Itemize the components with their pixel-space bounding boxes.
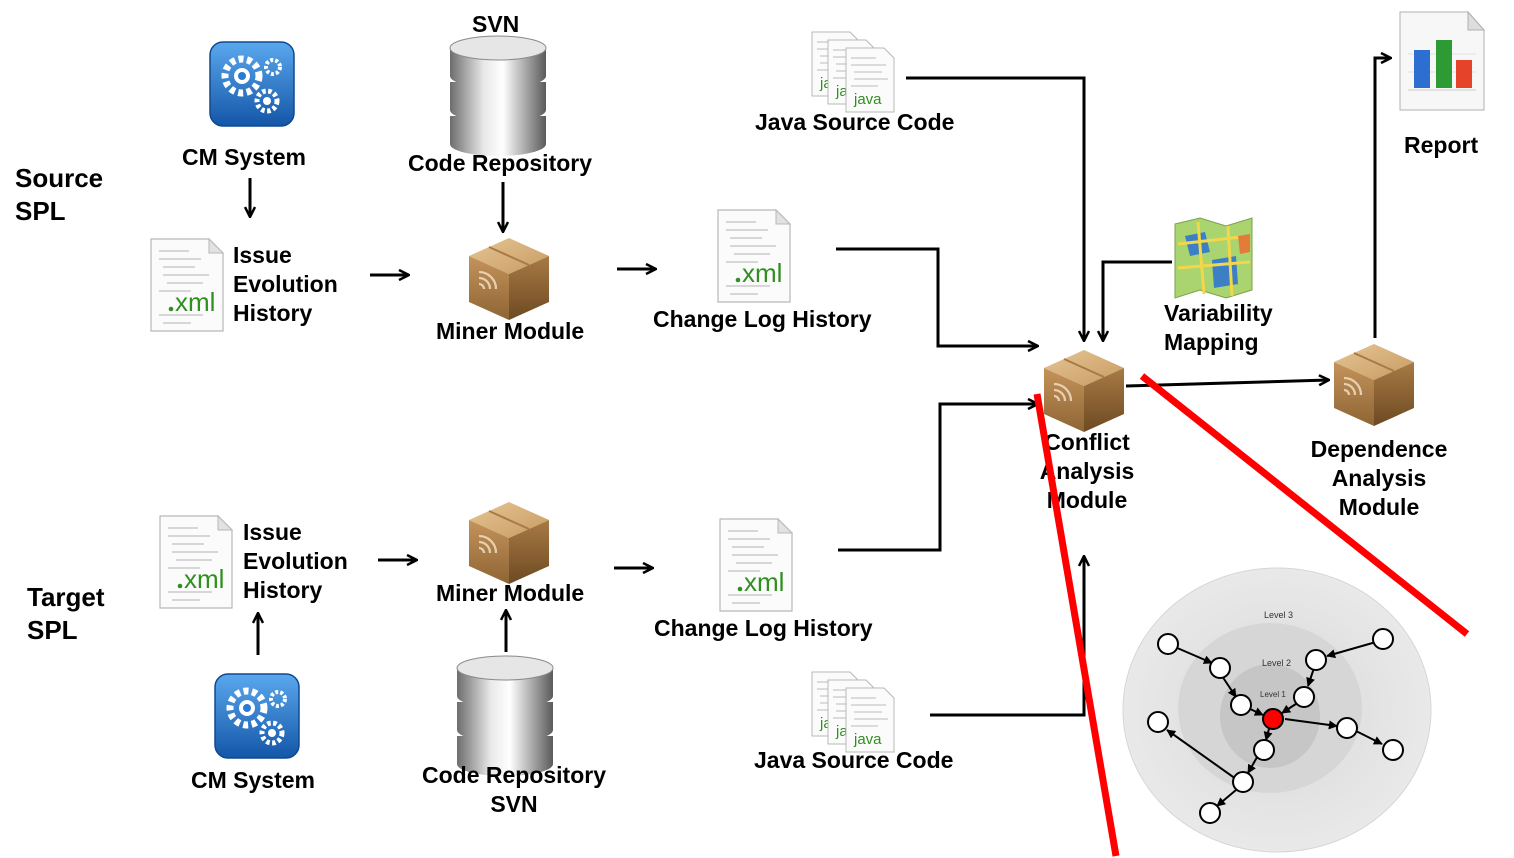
code-repository-label: Code Repository xyxy=(408,150,593,176)
dependence-levels-graph: Level 3 Level 2 Level 1 xyxy=(1122,567,1432,853)
level-3-label: Level 3 xyxy=(1264,610,1293,620)
red-slash-line xyxy=(1139,373,1470,637)
code-repository-label: Code Repository SVN xyxy=(421,762,607,817)
java-source-code-label: Java Source Code xyxy=(755,109,955,135)
center-node xyxy=(1262,708,1284,730)
miner-module-label: Miner Module xyxy=(436,318,585,344)
variability-mapping-label: Variability Mapping xyxy=(1164,300,1273,355)
flow-arrows xyxy=(250,58,1390,717)
change-log-history-label: Change Log History xyxy=(653,306,872,332)
issue-evolution-history-label: Issue Evolution History xyxy=(233,242,338,326)
level-2-label: Level 2 xyxy=(1262,658,1291,668)
change-log-history-label: Change Log History xyxy=(654,615,873,641)
target-spl-label: Target SPL xyxy=(27,582,105,645)
dependence-analysis-module-label: Dependence Analysis Module xyxy=(1310,436,1448,520)
svn-label: SVN xyxy=(472,11,520,37)
cm-system-label: CM System xyxy=(191,767,315,793)
issue-evolution-history-label: Issue Evolution History xyxy=(243,519,348,603)
map-icon xyxy=(1174,217,1253,299)
red-slash-line xyxy=(1033,393,1120,857)
cm-system-label: CM System xyxy=(182,144,306,170)
source-spl-label: Source SPL xyxy=(15,163,104,226)
conflict-analysis-module-label: Conflict Analysis Module xyxy=(1039,429,1135,513)
report-icon xyxy=(1399,10,1486,111)
report-label: Report xyxy=(1404,132,1479,158)
java-source-code-label: Java Source Code xyxy=(754,747,954,773)
level-1-label: Level 1 xyxy=(1260,690,1286,699)
miner-module-label: Miner Module xyxy=(436,580,585,606)
